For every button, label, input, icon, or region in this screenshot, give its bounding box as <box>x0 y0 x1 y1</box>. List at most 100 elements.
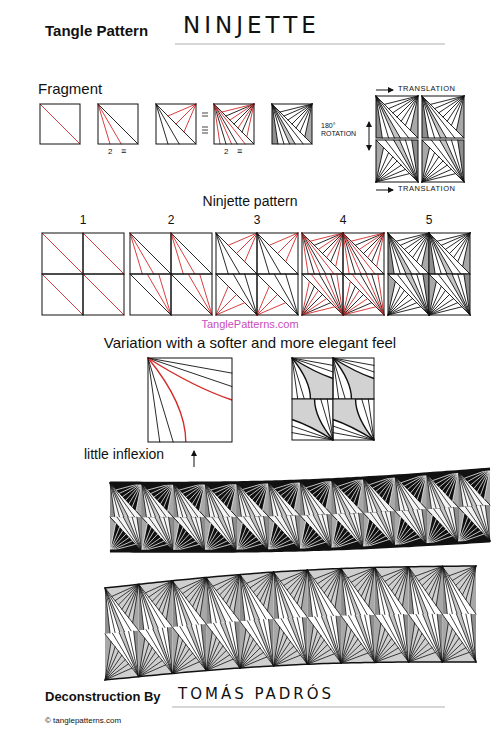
pattern-line <box>199 483 205 511</box>
pattern-line <box>427 474 437 509</box>
pattern-line <box>286 233 298 262</box>
cell-ground <box>173 517 205 551</box>
tile-border <box>214 104 254 144</box>
pattern-line <box>268 516 300 550</box>
pattern-line <box>291 516 301 550</box>
tile-border <box>83 274 124 315</box>
pattern-line <box>376 140 418 182</box>
pattern-line <box>458 274 470 315</box>
cell-ground <box>142 517 174 551</box>
pattern-line <box>388 274 429 315</box>
pattern-line <box>173 483 205 517</box>
pattern-line <box>395 476 409 510</box>
pattern-line <box>375 615 409 662</box>
pattern-line <box>274 627 280 666</box>
pattern-line <box>422 233 429 267</box>
cell-ground <box>139 630 173 676</box>
pattern-line <box>130 274 171 315</box>
tile-border <box>333 399 374 440</box>
tile-border <box>42 233 83 274</box>
pattern-line <box>268 482 278 516</box>
pattern-line <box>139 584 159 628</box>
cell-ground <box>442 614 476 662</box>
pattern-line <box>425 566 442 590</box>
pattern-line <box>206 577 226 622</box>
pattern-line <box>168 483 174 511</box>
pattern-line <box>184 104 196 132</box>
pattern-steps <box>42 233 470 315</box>
curve-line <box>333 420 374 441</box>
curve-line <box>148 358 232 400</box>
pattern-line <box>359 233 384 249</box>
pattern-line <box>472 506 490 541</box>
pattern-line <box>205 538 224 552</box>
pattern-line <box>427 474 441 509</box>
pattern-line <box>307 625 313 664</box>
cell-ground <box>142 517 174 551</box>
equal-spacing-ticks <box>202 113 208 133</box>
pattern-line <box>458 471 476 505</box>
cell-ground <box>172 627 206 673</box>
pattern-line <box>245 274 257 315</box>
pattern-line <box>436 566 442 605</box>
pattern-line <box>326 480 332 509</box>
pattern-line <box>172 581 182 626</box>
pattern-line <box>343 233 355 274</box>
pattern-line <box>307 570 317 617</box>
pattern-line <box>130 233 171 274</box>
pattern-line <box>429 299 454 315</box>
pattern-line <box>257 233 298 274</box>
watermark: TanglePatterns.com <box>201 318 298 331</box>
pattern-line <box>376 148 384 182</box>
shade <box>187 625 207 670</box>
pattern-line <box>130 233 142 274</box>
pattern-line <box>257 233 269 274</box>
pattern-line <box>205 483 237 517</box>
tile-border <box>130 274 171 315</box>
pattern-line <box>240 575 255 621</box>
tile-border <box>292 399 333 440</box>
pattern-line <box>365 615 375 662</box>
pattern-line <box>110 517 142 551</box>
pattern-line <box>341 616 375 663</box>
tile-border <box>272 104 312 144</box>
pattern-line <box>307 570 327 616</box>
cell-ground <box>268 516 300 550</box>
pattern-line <box>332 480 350 514</box>
cell-ground <box>110 483 142 517</box>
pattern-line <box>392 567 409 591</box>
pattern-line <box>83 233 124 274</box>
shade <box>332 480 350 514</box>
cell-ground <box>268 482 300 516</box>
tick-mark <box>202 133 208 134</box>
pattern-line <box>376 165 401 182</box>
spacing-mark: 2 <box>224 147 228 156</box>
pattern-line <box>300 481 310 515</box>
tile-border <box>292 358 333 399</box>
pattern-line <box>171 233 195 274</box>
pattern-line <box>456 96 464 130</box>
shade <box>139 584 159 629</box>
cell-ground <box>237 517 269 551</box>
pattern-line <box>409 614 443 662</box>
cell-ground <box>237 516 269 550</box>
tile-border <box>422 140 464 182</box>
tile-border <box>343 233 384 274</box>
pattern-line <box>274 572 284 618</box>
pattern-line <box>142 538 161 552</box>
pattern-line <box>142 523 148 551</box>
pattern-line <box>343 233 384 274</box>
pattern-line <box>405 140 418 182</box>
pattern-line <box>259 517 269 551</box>
pattern-line <box>404 233 429 249</box>
band-ground <box>110 469 490 551</box>
pattern-line <box>237 537 256 551</box>
pattern-name: NINJETTE <box>183 12 320 38</box>
pattern-line <box>234 575 240 614</box>
pattern-line <box>297 618 307 665</box>
pattern-line <box>237 483 247 517</box>
band-edge <box>110 541 490 551</box>
cell-ground <box>173 483 205 517</box>
tick-mark <box>202 113 208 114</box>
tile-border <box>83 233 124 274</box>
